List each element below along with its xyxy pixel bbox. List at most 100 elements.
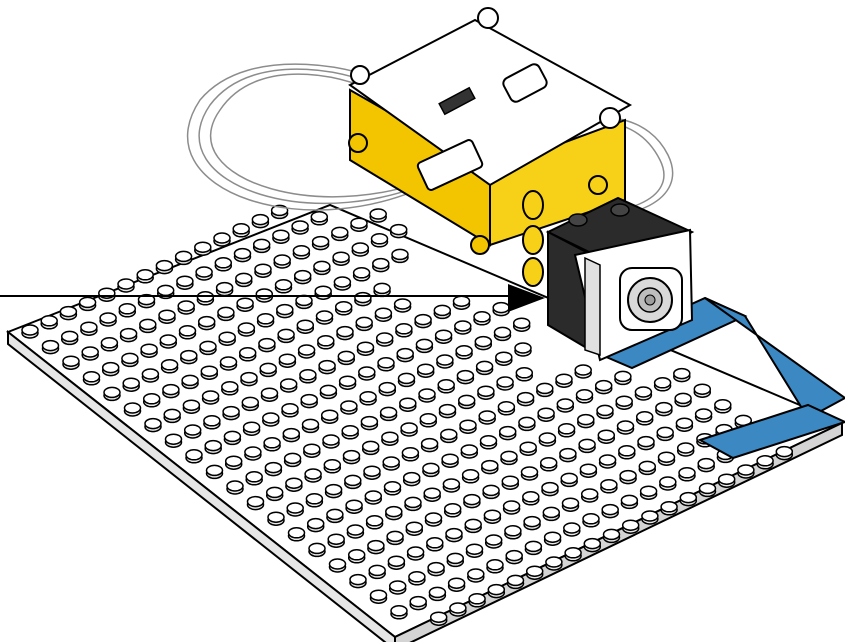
stud xyxy=(244,446,262,458)
stud xyxy=(388,580,407,592)
stud xyxy=(577,413,595,426)
stud xyxy=(428,586,447,599)
stud xyxy=(420,437,439,450)
stud xyxy=(235,272,253,285)
stud xyxy=(183,424,202,436)
stud xyxy=(575,389,594,401)
stud xyxy=(602,528,621,541)
stud xyxy=(118,303,137,315)
stud xyxy=(387,555,406,567)
stud xyxy=(117,278,135,290)
stud xyxy=(233,247,252,260)
stud xyxy=(492,301,510,314)
stud xyxy=(350,217,368,229)
stud xyxy=(273,254,291,266)
stud xyxy=(180,349,198,362)
stud xyxy=(103,386,121,399)
stud xyxy=(399,397,417,409)
stud xyxy=(481,459,499,472)
stud xyxy=(377,357,395,369)
stud xyxy=(465,543,484,555)
stud xyxy=(174,250,193,263)
stud xyxy=(237,322,256,334)
stud xyxy=(265,486,284,499)
stud xyxy=(506,574,525,587)
stud xyxy=(308,542,326,555)
stud xyxy=(139,318,157,331)
stud xyxy=(372,257,390,270)
stud xyxy=(560,472,578,485)
stud xyxy=(737,464,755,476)
stud xyxy=(194,241,212,253)
stud xyxy=(478,410,496,422)
stud xyxy=(443,503,462,515)
stud xyxy=(524,540,543,553)
stud xyxy=(615,395,633,407)
stud xyxy=(445,527,463,540)
stud xyxy=(564,547,582,559)
stud xyxy=(714,399,732,411)
stud xyxy=(433,304,452,317)
hub-button xyxy=(502,63,548,103)
stud xyxy=(497,401,516,413)
stud xyxy=(176,275,194,287)
stud xyxy=(245,471,263,483)
stud xyxy=(578,438,596,451)
stud xyxy=(159,334,178,346)
stud xyxy=(82,371,101,383)
stud xyxy=(200,365,219,377)
stud xyxy=(655,401,673,414)
stud xyxy=(301,418,320,431)
stud xyxy=(246,495,265,508)
stud xyxy=(464,518,482,531)
stud xyxy=(475,360,494,373)
stud xyxy=(367,539,385,552)
stud xyxy=(359,391,377,403)
stud xyxy=(427,561,445,574)
stud xyxy=(156,284,175,297)
stud xyxy=(238,347,257,359)
stud xyxy=(326,508,344,521)
stud xyxy=(437,379,455,391)
stud xyxy=(545,556,563,568)
stud xyxy=(502,500,521,512)
stud xyxy=(80,321,98,333)
stud xyxy=(369,589,388,601)
stud xyxy=(600,479,618,491)
stud xyxy=(555,373,573,385)
stud xyxy=(393,298,412,310)
stud xyxy=(319,384,338,397)
stud xyxy=(355,316,373,329)
stud xyxy=(449,602,467,614)
stud xyxy=(486,559,504,571)
stud xyxy=(378,381,397,394)
stud xyxy=(493,326,512,339)
stud xyxy=(673,367,691,380)
stud xyxy=(232,223,250,235)
stud xyxy=(498,425,517,438)
stud xyxy=(419,413,438,425)
stud xyxy=(385,505,403,518)
stud xyxy=(181,374,199,387)
stud xyxy=(255,288,274,300)
stud xyxy=(334,301,353,313)
stud xyxy=(477,385,495,397)
stud xyxy=(121,352,139,365)
stud xyxy=(601,503,619,516)
stud xyxy=(41,339,60,352)
stud xyxy=(452,295,471,307)
stud xyxy=(423,487,441,499)
stud xyxy=(364,490,383,502)
stud xyxy=(274,279,293,291)
stud xyxy=(656,426,674,439)
stud xyxy=(306,517,325,530)
stud xyxy=(386,530,404,543)
stud xyxy=(495,351,513,363)
stud xyxy=(119,327,138,340)
stud xyxy=(260,387,279,399)
stud xyxy=(195,266,213,278)
stud xyxy=(559,447,577,460)
stud xyxy=(596,404,614,417)
stud xyxy=(221,381,239,393)
